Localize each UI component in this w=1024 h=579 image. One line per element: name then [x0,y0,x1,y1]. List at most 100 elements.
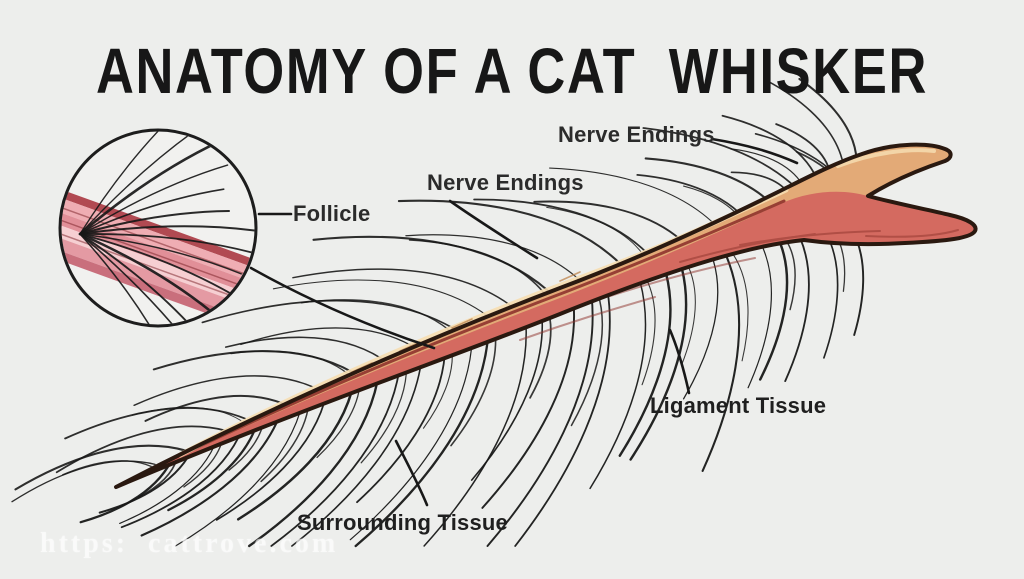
hair-stroke [701,255,741,472]
hair-stroke [98,450,192,514]
hair-stroke [486,294,594,547]
hair-stroke [731,252,749,362]
hair-stroke [570,291,604,427]
hair-stroke [397,199,623,266]
hair-stroke [55,425,228,474]
inset-band-stripe [61,181,255,268]
label-surrounding-tissue: Surrounding Tissue [297,510,508,535]
hair-stroke [481,301,576,509]
hair-stroke [215,392,328,521]
label-ligament-tissue: Ligament Tissue [650,393,827,418]
hair-stroke [14,444,188,491]
watermark-url: https: cattrove.com [40,528,339,559]
hair-stroke [721,114,815,174]
hair-stroke [470,310,544,481]
hair-stroke [730,171,787,191]
hair-stroke [152,350,354,374]
hair-stroke [681,265,696,365]
fork-highlight-line [836,148,936,168]
hair-stroke [62,460,152,476]
whisker-shaft-red-band [116,191,976,488]
inset-hair-stroke [78,139,222,236]
hair-stroke [247,370,381,548]
red-band-hatch-lines [519,229,959,341]
hair-stroke [174,399,304,547]
hair-stroke [167,418,260,512]
inset-hair-stroke [79,188,225,235]
hair-stroke [798,77,858,156]
inset-hair-stroke [78,232,213,314]
follicle-inset-circle [58,128,258,328]
inset-hair-stroke [79,233,170,325]
inset-hair-stroke [79,131,186,235]
whisker-outline [114,142,978,489]
hair-stroke [423,317,527,547]
hair-stroke [144,394,284,422]
hair-stroke [514,289,611,547]
hair-stroke [785,240,796,311]
inset-hair-stroke [79,233,254,254]
ligament-tissue-leader-line [668,328,691,395]
whisker-hairs-lower [79,227,865,548]
label-nerve-endings-mid: Nerve Endings [427,170,584,195]
inset-hair-stroke [79,164,229,235]
hair-stroke [784,237,810,383]
hair-stroke [533,200,687,246]
hair-stroke [140,409,283,537]
inset-band-hatch [61,208,246,288]
hair-stroke [618,272,672,457]
label-nerve-endings-top: Nerve Endings [558,122,715,147]
hair-stroke [589,280,647,490]
hair-stroke [120,428,244,529]
hair-stroke [201,299,455,330]
hair-stroke [236,379,356,521]
hair-stroke [349,336,474,541]
hair-stroke [629,267,688,461]
whisker-hairs-fork [721,77,858,191]
hair-stroke [405,234,581,282]
hair-stroke [230,350,350,375]
hair-stroke [240,327,412,346]
page-title: ANATOMY OF A CAT WHISKER [95,35,929,107]
inset-hair-stroke [79,233,235,297]
hair-stroke [119,438,218,525]
nerve-endings-mid-leader-line [448,199,539,260]
inset-hair-stroke [79,233,213,325]
inset-hairs [78,131,255,325]
hair-stroke [291,351,424,547]
inset-indicator-line [249,266,436,350]
hair-stroke [775,123,829,167]
inset-band-stripe [61,202,249,292]
hair-stroke [408,239,545,293]
hair-stroke [747,247,773,389]
label-follicle: Follicle [293,201,371,226]
nerve-endings-top-leader-line [710,137,799,165]
hair-stroke [641,277,656,386]
inset-band-hatch [61,196,250,277]
leader-lines [249,137,799,507]
surrounding-tissue-leader-line [394,439,429,507]
hair-stroke [730,148,801,182]
hair-stroke [133,375,314,407]
inset-hair-stroke [79,233,242,275]
hair-stroke [354,328,490,548]
hair-stroke [758,243,789,381]
hair-stroke [292,268,512,307]
hair-stroke [132,406,242,422]
hair-stroke [272,279,487,316]
inset-hair-stroke [78,209,231,236]
hair-stroke [682,260,719,400]
inset-band-stripe [61,236,236,323]
hair-stroke [546,206,646,258]
inset-circle-outline [58,128,258,328]
hair-stroke [270,362,402,547]
hair-stroke [473,198,650,256]
inset-hair-stroke [79,131,226,235]
tan-red-divider-line [148,199,786,472]
hair-stroke [765,79,843,160]
hair-stroke [356,345,447,504]
inset-hair-stroke [79,225,255,235]
hair-stroke [549,167,724,234]
